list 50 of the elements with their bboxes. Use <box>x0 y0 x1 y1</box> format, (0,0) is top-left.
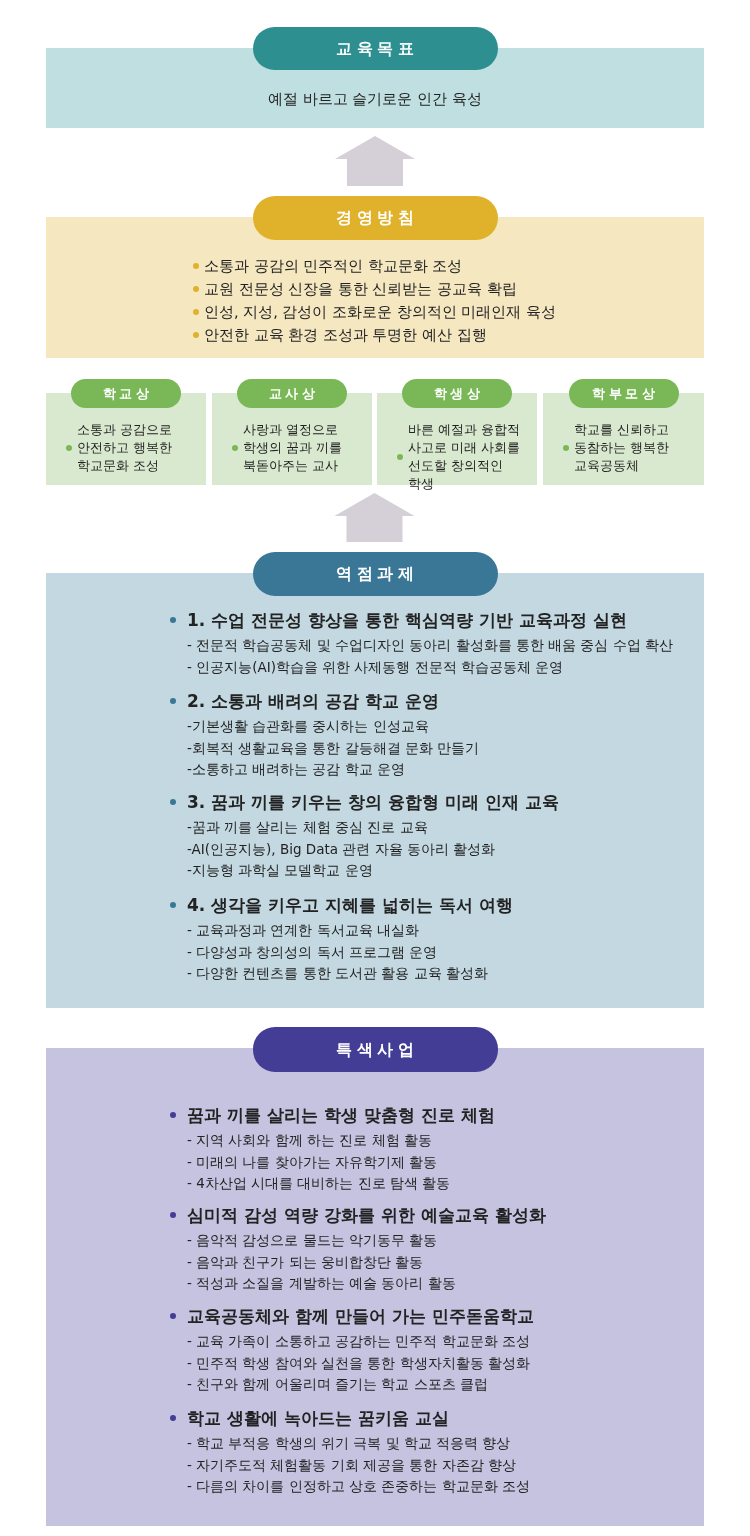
card-text: 사랑과 열정으로 학생의 꿈과 끼를 북돋아주는 교사 <box>230 421 363 475</box>
sub-item: -회복적 생활교육을 통한 갈등해결 문화 만들기 <box>187 738 480 758</box>
heading-pill: 교사상 <box>237 379 347 408</box>
sub-item: - 적성과 소질을 계발하는 예술 동아리 활동 <box>187 1274 456 1293</box>
heading-pill: 학생상 <box>402 379 512 408</box>
sub-item: - 다름의 차이를 인정하고 상호 존중하는 학교문화 조성 <box>187 1477 530 1496</box>
sub-item: - 다양한 컨텐츠를 통한 도서관 활용 교육 활성화 <box>187 964 488 983</box>
item-heading: 심미적 감성 역량 강화를 위한 예술교육 활성화 <box>168 1203 546 1227</box>
item-heading: 4. 생각을 키우고 지혜를 넓히는 독서 여행 <box>168 893 513 917</box>
sub-item: - 4차산업 시대를 대비하는 진로 탐색 활동 <box>187 1174 451 1193</box>
goal-text: 예절 바르고 슬기로운 인간 육성 <box>266 89 484 109</box>
bullet-item: 안전한 교육 환경 조성과 투명한 예산 집행 <box>191 325 487 345</box>
sub-item: - 친구와 함께 어울리며 즐기는 학교 스포츠 클럽 <box>187 1375 488 1394</box>
sub-item: - 미래의 나를 찾아가는 자유학기제 활동 <box>187 1152 438 1172</box>
sub-item: - 민주적 학생 참여와 실천을 통한 학생자치활동 활성화 <box>187 1353 530 1373</box>
item-heading: 꿈과 끼를 살리는 학생 맞춤형 진로 체험 <box>168 1103 495 1127</box>
heading-pill: 특색사업 <box>252 1027 498 1072</box>
heading-pill: 학부모상 <box>568 379 679 408</box>
sub-item: - 지역 사회와 함께 하는 진로 체험 활동 <box>187 1131 432 1150</box>
sub-item: - 교육 가족이 소통하고 공감하는 민주적 학교문화 조성 <box>187 1332 530 1351</box>
card-text: 바른 예절과 융합적 사고로 미래 사회를 선도할 창의적인 학생 <box>395 421 528 493</box>
heading-pill: 경영방침 <box>252 196 498 240</box>
heading-pill: 학교상 <box>71 379 181 408</box>
item-heading: 3. 꿈과 끼를 키우는 창의 융합형 미래 인재 교육 <box>168 790 559 814</box>
sub-item: - 교육과정과 연계한 독서교육 내실화 <box>187 921 420 940</box>
bullet-item: 소통과 공감의 민주적인 학교문화 조성 <box>191 256 463 276</box>
sub-item: - 전문적 학습공동체 및 수업디자인 동아리 활성화를 통한 배움 중심 수업 확산 <box>187 636 674 655</box>
sub-item: - 음악과 친구가 되는 웅비합창단 활동 <box>187 1252 424 1272</box>
sub-item: - 인공지능(AI)학습을 위한 사제동행 전문적 학습공동체 운영 <box>187 657 564 677</box>
bullet-item: 교원 전문성 신장을 통한 신뢰받는 공교육 확립 <box>191 279 517 299</box>
bullet-item: 인성, 지성, 감성이 조화로운 창의적인 미래인재 육성 <box>191 302 556 322</box>
item-heading: 1. 수업 전문성 향상을 통한 핵심역량 기반 교육과정 실현 <box>168 608 627 632</box>
item-heading: 교육공동체와 함께 만들어 가는 민주돋움학교 <box>168 1304 534 1328</box>
sub-item: -지능형 과학실 모델학교 운영 <box>187 861 373 880</box>
sub-item: -꿈과 끼를 살리는 체험 중심 진로 교육 <box>187 818 428 837</box>
sub-item: - 음악적 감성으로 물드는 악기동무 활동 <box>187 1231 438 1250</box>
sub-item: - 자기주도적 체험활동 기회 제공을 통한 자존감 향상 <box>187 1455 516 1475</box>
block-arrow <box>335 136 415 186</box>
item-heading: 2. 소통과 배려의 공감 학교 운영 <box>168 689 439 713</box>
block-arrow <box>334 493 415 542</box>
sub-item: -AI(인공지능), Big Data 관련 자율 동아리 활성화 <box>187 839 496 859</box>
sub-item: - 학교 부적응 학생의 위기 극복 및 학교 적응력 향상 <box>187 1434 511 1453</box>
card-text: 학교를 신뢰하고 동참하는 행복한 교육공동체 <box>561 421 695 475</box>
sub-item: - 다양성과 창의성의 독서 프로그램 운영 <box>187 942 438 962</box>
heading-pill: 교육목표 <box>252 27 498 70</box>
sub-item: -소통하고 배려하는 공감 학교 운영 <box>187 760 406 779</box>
card-text: 소통과 공감으로 안전하고 행복한 학교문화 조성 <box>64 421 197 475</box>
heading-pill: 역점과제 <box>252 552 498 596</box>
sub-item: -기본생활 습관화를 중시하는 인성교육 <box>187 717 429 736</box>
item-heading: 학교 생활에 녹아드는 꿈키움 교실 <box>168 1406 449 1430</box>
